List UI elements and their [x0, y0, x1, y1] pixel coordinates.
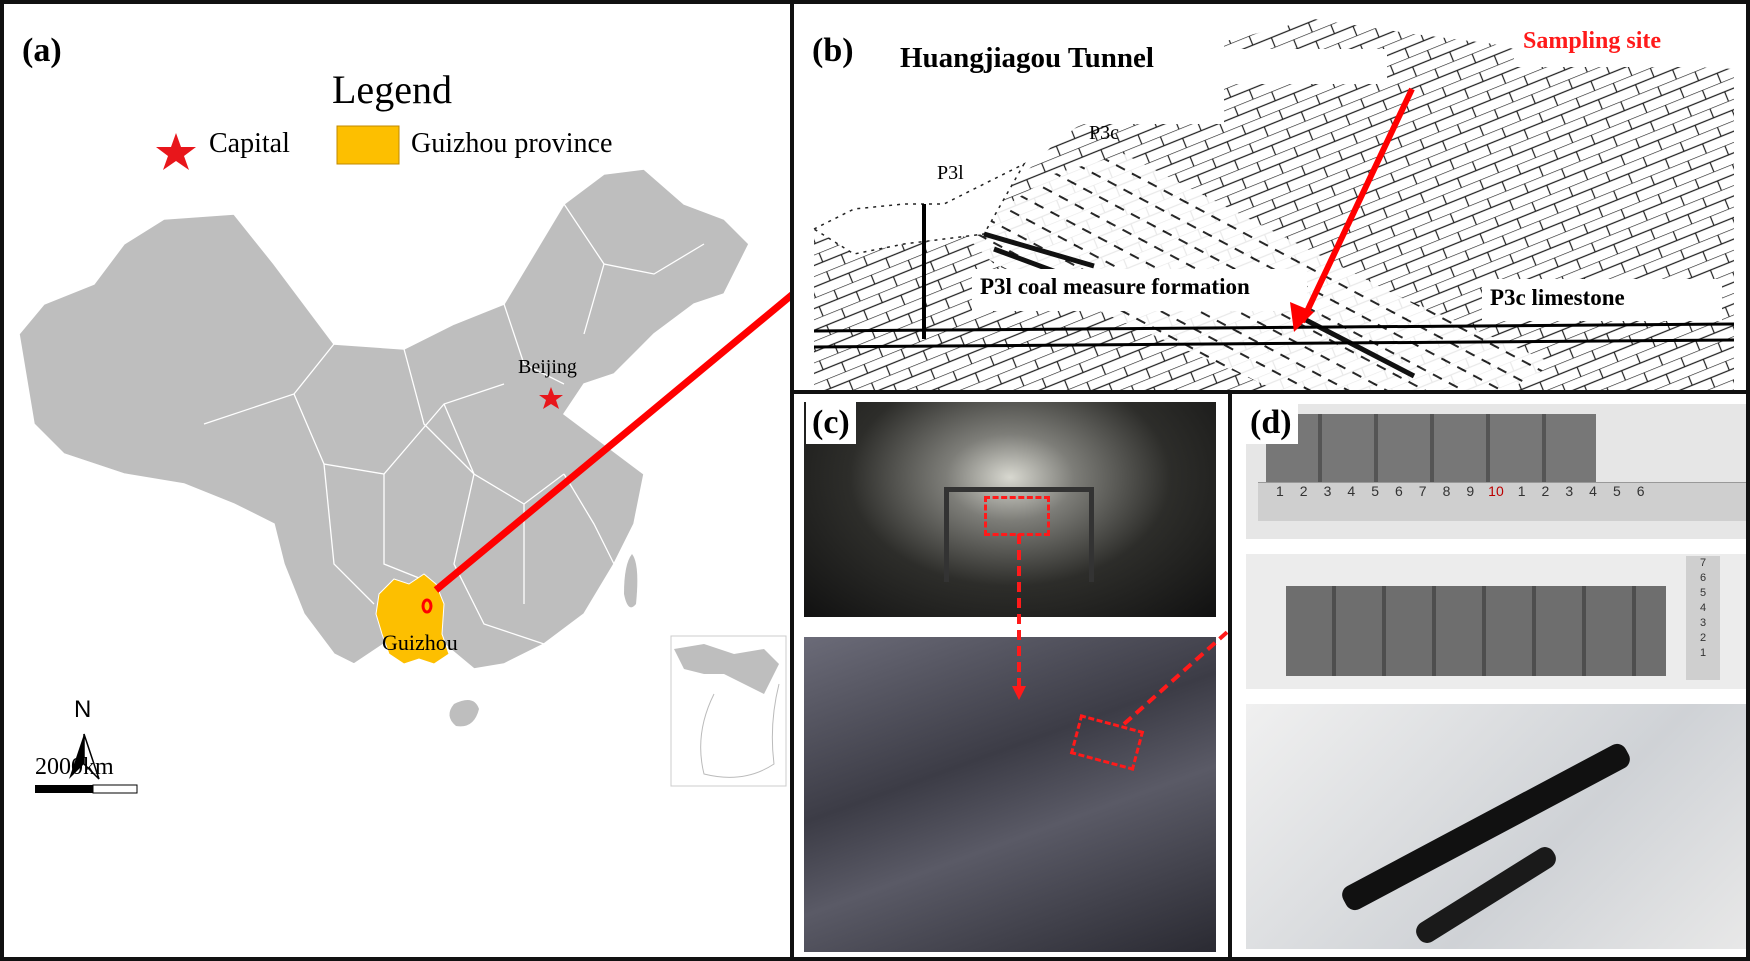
panel-d-label: (d)	[1244, 402, 1298, 444]
beijing-label: Beijing	[518, 356, 577, 378]
coal-fragments-bag-photo	[1246, 704, 1746, 949]
ruler-number: 4	[1699, 602, 1707, 614]
guizhou-label: Guizhou	[382, 630, 458, 655]
capital-legend-star-icon	[156, 133, 196, 170]
scale-bar	[35, 784, 138, 794]
sampling-arrowhead-icon	[1290, 302, 1314, 332]
strata-label-p3l: P3l	[937, 162, 964, 184]
panel-a-map: (a) Legend Capital Guizhou province Beij…	[0, 0, 794, 961]
tunnel-title: Huangjiagou Tunnel	[900, 42, 1154, 74]
ruler-number: 3	[1699, 617, 1707, 629]
limestone-label: P3c limestone	[1490, 285, 1625, 310]
ruler-vertical: 7 6 5 4 3 2 1	[1686, 556, 1720, 680]
panel-c-arrows	[1012, 534, 1228, 726]
scale-label: 2000km	[35, 754, 114, 780]
north-arrow-icon	[69, 733, 100, 780]
down-arrow-icon	[1012, 686, 1026, 700]
geological-cross-section	[812, 14, 1735, 390]
panel-c-label: (c)	[806, 402, 856, 444]
ruler-number: 5	[1699, 587, 1707, 599]
ruler-horizontal: 1 2 3 4 5 6 7 8 9 10 1 2 3 4 5 6	[1258, 482, 1746, 521]
sampling-arrow	[1299, 87, 1415, 324]
panel-b-label: (b)	[812, 32, 854, 69]
strata-label-p3c: P3c	[1089, 122, 1119, 144]
coal-seam-photo	[804, 637, 1216, 952]
legend-title: Legend	[332, 67, 452, 112]
panel-d-sample-photos: 1 2 3 4 5 6 7 8 9 10 1 2 3 4 5 6 7 6 5 4…	[1228, 390, 1750, 961]
sampling-location-marker	[421, 598, 433, 614]
ruler-number: 7	[1418, 483, 1427, 499]
ruler-number: 4	[1347, 483, 1356, 499]
beijing-star-icon	[539, 387, 563, 409]
ruler-number: 4	[1589, 483, 1597, 499]
conglomerate-cover	[812, 162, 1026, 255]
samples-grid-photo: 7 6 5 4 3 2 1	[1246, 554, 1746, 689]
ruler-number: 1	[1699, 647, 1707, 659]
china-land	[18, 168, 750, 670]
ruler-number: 9	[1466, 483, 1475, 499]
ruler-number: 6	[1636, 483, 1645, 499]
ruler-number: 7	[1699, 557, 1707, 569]
ruler-number: 2	[1541, 483, 1550, 499]
ruler-number: 8	[1442, 483, 1451, 499]
ruler-number: 1	[1517, 483, 1526, 499]
ruler-number: 10	[1488, 483, 1504, 499]
ruler-number: 6	[1394, 483, 1403, 499]
north-label: N	[74, 696, 92, 723]
hainan-island	[449, 700, 479, 727]
tunnel-upper-line	[813, 322, 1735, 333]
china-map	[18, 125, 790, 794]
ruler-number: 2	[1299, 483, 1308, 499]
legend-guizhou-label: Guizhou province	[411, 128, 613, 159]
sampling-site-label: Sampling site	[1523, 28, 1662, 54]
panel-b-geology-section: (b) Huangjiagou Tunnel Sampling site P3c…	[790, 0, 1750, 394]
ruler-number: 1	[1276, 483, 1284, 499]
tunnel-face-photo	[804, 402, 1216, 617]
taiwan-island	[624, 554, 638, 608]
ruler-number: 5	[1371, 483, 1379, 499]
province-borders	[203, 203, 705, 645]
ruler-number: 5	[1612, 483, 1621, 499]
link-arrow-to-b	[433, 291, 790, 593]
ruler-number: 6	[1699, 572, 1707, 584]
ruler-number: 3	[1323, 483, 1332, 499]
panel-c-tunnel-photos: (c)	[790, 390, 1232, 961]
panel-a-label: (a)	[22, 32, 62, 69]
legend-capital-label: Capital	[209, 128, 290, 159]
tunnel-lower-line	[813, 338, 1735, 349]
samples-side-photo: 1 2 3 4 5 6 7 8 9 10 1 2 3 4 5 6	[1246, 404, 1746, 539]
ruler-number: 2	[1699, 632, 1707, 644]
guizhou-province	[375, 573, 450, 665]
guizhou-legend-swatch-icon	[336, 125, 400, 165]
coal-formation-label: P3l coal measure formation	[980, 274, 1250, 299]
ruler-number: 3	[1565, 483, 1574, 499]
